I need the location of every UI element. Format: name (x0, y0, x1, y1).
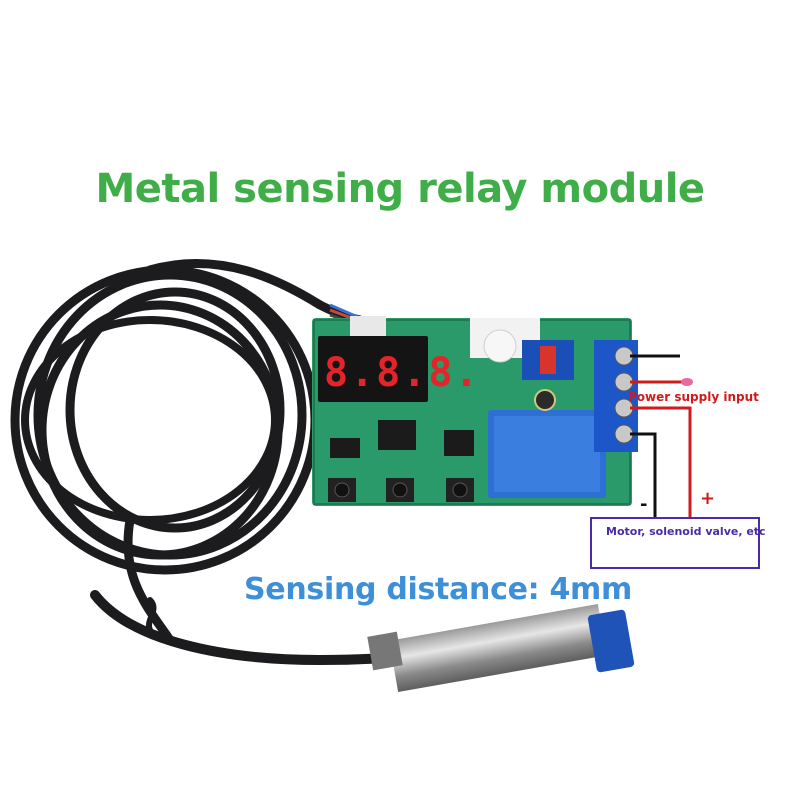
terminal-wires (630, 354, 692, 517)
headline-title: Metal sensing relay module (95, 166, 705, 212)
led-display (318, 336, 428, 402)
sensor-cable (10, 258, 405, 666)
tact-buttons (328, 478, 474, 502)
display-digits: 8.8.8. (324, 350, 481, 396)
minus-sign: - (640, 494, 648, 515)
power-supply-label: Power supply input (628, 390, 759, 404)
relay-pcb (312, 316, 638, 506)
plus-sign: + (700, 488, 716, 509)
proximity-sensor (367, 603, 635, 693)
load-box: Motor, solenoid valve, etc (590, 517, 766, 569)
load-label: Motor, solenoid valve, etc (606, 525, 766, 538)
sensing-distance-label: Sensing distance: 4mm (244, 572, 632, 607)
